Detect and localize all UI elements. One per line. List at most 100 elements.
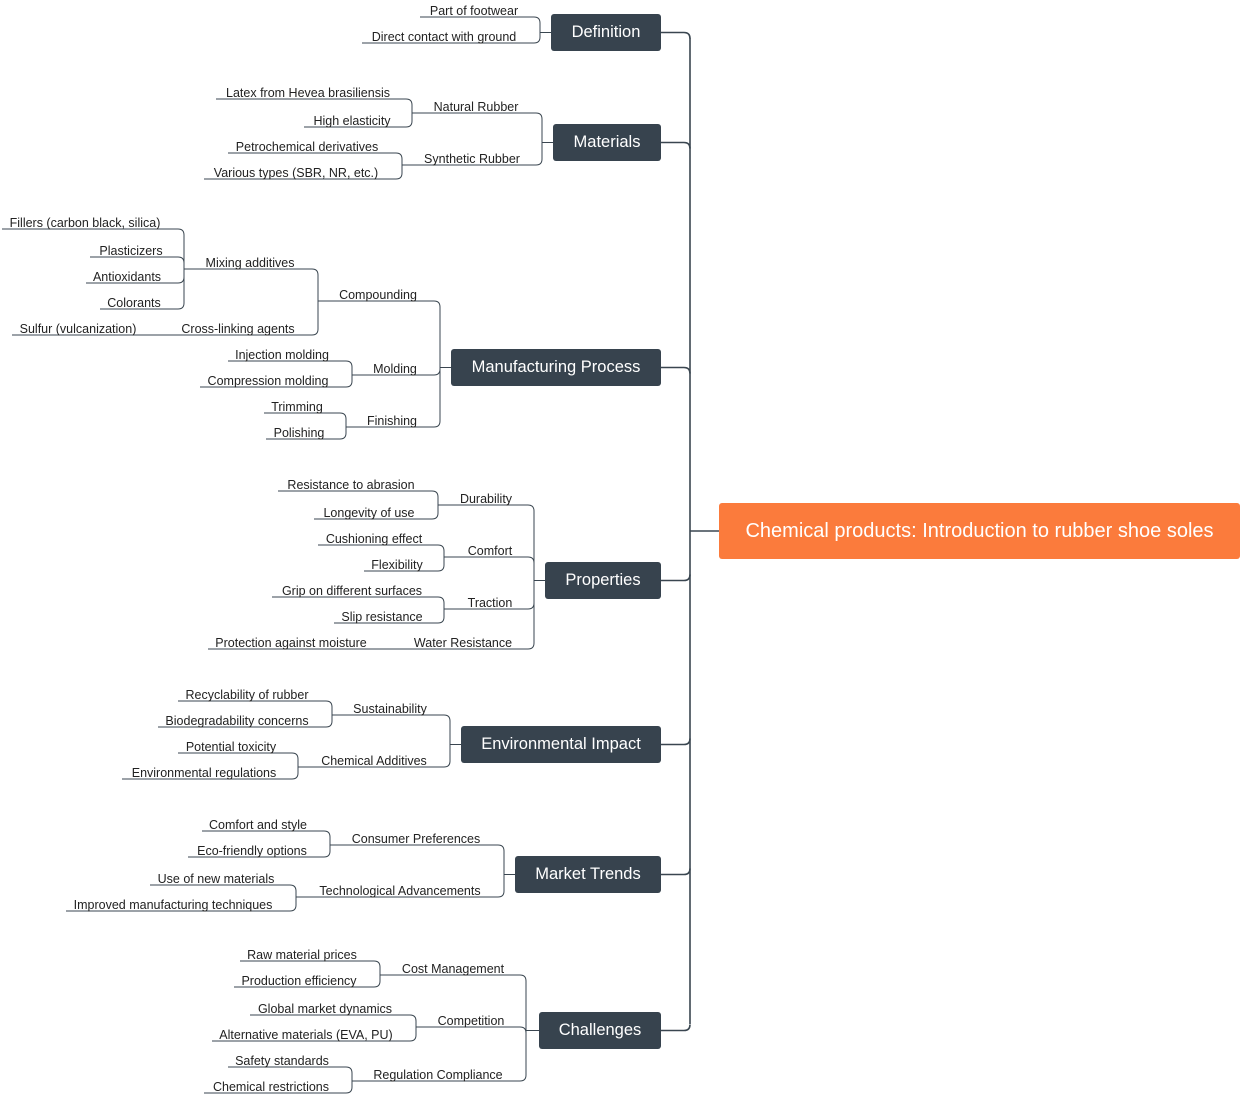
topic-challenges[interactable]: Challenges (539, 1012, 661, 1049)
detail-grip-on-different-surfaces[interactable]: Grip on different surfaces (281, 584, 423, 598)
subtopic-durability[interactable]: Durability (459, 492, 513, 506)
connector-line (661, 141, 691, 149)
connector-line (332, 714, 451, 745)
detail-cushioning-effect[interactable]: Cushioning effect (325, 532, 423, 546)
topic-definition[interactable]: Definition (551, 14, 661, 51)
subtopic-water-resistance[interactable]: Water Resistance (413, 636, 513, 650)
connector-line (66, 897, 297, 912)
detail-comfort-and-style[interactable]: Comfort and style (209, 818, 307, 832)
subtopic-molding[interactable]: Molding (373, 362, 417, 376)
connector-line (352, 1030, 527, 1082)
subtopic-natural-rubber[interactable]: Natural Rubber (433, 100, 519, 114)
connector-line (661, 366, 691, 374)
topic-properties[interactable]: Properties (545, 562, 661, 599)
subtopic-direct-contact-with-ground[interactable]: Direct contact with ground (371, 30, 517, 44)
connector-line (146, 301, 319, 336)
subtopic-compounding[interactable]: Compounding (339, 288, 417, 302)
detail-production-efficiency[interactable]: Production efficiency (241, 974, 357, 988)
detail-slip-resistance[interactable]: Slip resistance (341, 610, 423, 624)
detail-eco-friendly-options[interactable]: Eco-friendly options (197, 844, 307, 858)
connector-line (318, 544, 445, 557)
subtopic-regulation-compliance[interactable]: Regulation Compliance (373, 1068, 503, 1082)
connector-line (420, 16, 541, 33)
connector-line (250, 1014, 417, 1027)
detail-compression-molding[interactable]: Compression molding (207, 374, 329, 388)
connector-line (100, 269, 185, 310)
topic-manufacturing-process[interactable]: Manufacturing Process (451, 349, 661, 386)
leaf-sulfur-vulcanization[interactable]: Sulfur (vulcanization) (19, 322, 137, 336)
connector-line (278, 490, 439, 505)
connector-line (200, 375, 353, 388)
connector-line (266, 427, 347, 440)
leaf-antioxidants[interactable]: Antioxidants (92, 270, 162, 284)
detail-potential-toxicity[interactable]: Potential toxicity (185, 740, 277, 754)
detail-alternative-materials-eva-pu[interactable]: Alternative materials (EVA, PU) (219, 1028, 393, 1042)
detail-chemical-restrictions[interactable]: Chemical restrictions (212, 1080, 330, 1094)
detail-recyclability-of-rubber[interactable]: Recyclability of rubber (185, 688, 309, 702)
connector-line (178, 700, 333, 715)
connector-line (234, 975, 381, 988)
detail-petrochemical-derivatives[interactable]: Petrochemical derivatives (235, 140, 379, 154)
detail-biodegradability-concerns[interactable]: Biodegradability concerns (165, 714, 309, 728)
connector-line (158, 715, 333, 728)
connector-line (296, 874, 505, 898)
subtopic-part-of-footwear[interactable]: Part of footwear (429, 4, 519, 18)
detail-polishing[interactable]: Polishing (273, 426, 325, 440)
detail-various-types-sbr-nr-etc[interactable]: Various types (SBR, NR, etc.) (213, 166, 379, 180)
connector-line (212, 1027, 417, 1042)
connector-line (661, 868, 691, 876)
detail-raw-material-prices[interactable]: Raw material prices (247, 948, 357, 962)
connector-line (272, 596, 445, 609)
leaf-fillers-carbon-black-silica[interactable]: Fillers (carbon black, silica) (9, 216, 161, 230)
connector-line (240, 960, 381, 975)
detail-global-market-dynamics[interactable]: Global market dynamics (257, 1002, 393, 1016)
subtopic-comfort[interactable]: Comfort (467, 544, 513, 558)
subtopic-traction[interactable]: Traction (467, 596, 513, 610)
connector-line (228, 152, 403, 165)
topic-materials[interactable]: Materials (553, 124, 661, 161)
detail-latex-from-hevea-brasiliensis[interactable]: Latex from Hevea brasiliensis (226, 86, 390, 100)
connector-line (330, 844, 505, 875)
subtopic-cost-management[interactable]: Cost Management (401, 962, 505, 976)
detail-use-of-new-materials[interactable]: Use of new materials (157, 872, 275, 886)
topic-environmental-impact[interactable]: Environmental Impact (461, 726, 661, 763)
detail-injection-molding[interactable]: Injection molding (235, 348, 329, 362)
leaf-colorants[interactable]: Colorants (107, 296, 161, 310)
connector-line (380, 974, 527, 1031)
connector-line (298, 744, 451, 768)
connector-line (444, 556, 535, 581)
connector-line (204, 165, 403, 180)
detail-improved-manufacturing-techniques[interactable]: Improved manufacturing techniques (73, 898, 273, 912)
detail-protection-against-moisture[interactable]: Protection against moisture (215, 636, 367, 650)
detail-safety-standards[interactable]: Safety standards (235, 1054, 329, 1068)
detail-environmental-regulations[interactable]: Environmental regulations (131, 766, 277, 780)
leaf-plasticizers[interactable]: Plasticizers (99, 244, 163, 258)
subtopic-technological-advancements[interactable]: Technological Advancements (319, 884, 481, 898)
detail-flexibility[interactable]: Flexibility (371, 558, 423, 572)
central-topic[interactable]: Chemical products: Introduction to rubbe… (719, 503, 1240, 559)
connector-line (264, 412, 347, 427)
connector-line (318, 300, 441, 368)
connector-line (150, 884, 297, 897)
detail-resistance-to-abrasion[interactable]: Resistance to abrasion (287, 478, 415, 492)
connector-line (178, 752, 299, 767)
detail-longevity-of-use[interactable]: Longevity of use (323, 506, 415, 520)
subtopic-consumer-preferences[interactable]: Consumer Preferences (351, 832, 481, 846)
subtopic-synthetic-rubber[interactable]: Synthetic Rubber (424, 152, 520, 166)
subtopic-sustainability[interactable]: Sustainability (353, 702, 427, 716)
subtopic-finishing[interactable]: Finishing (366, 414, 418, 428)
detail-mixing-additives[interactable]: Mixing additives (205, 256, 295, 270)
topic-market-trends[interactable]: Market Trends (515, 856, 661, 893)
connector-line (184, 268, 319, 301)
detail-cross-linking-agents[interactable]: Cross-linking agents (181, 322, 295, 336)
connector-line (2, 228, 185, 269)
subtopic-competition[interactable]: Competition (437, 1014, 505, 1028)
subtopic-chemical-additives[interactable]: Chemical Additives (321, 754, 427, 768)
detail-high-elasticity[interactable]: High elasticity (313, 114, 391, 128)
connector-line (304, 113, 413, 128)
connector-line (402, 142, 543, 166)
connector-line (216, 98, 413, 113)
connector-line (362, 32, 541, 44)
detail-trimming[interactable]: Trimming (271, 400, 323, 414)
